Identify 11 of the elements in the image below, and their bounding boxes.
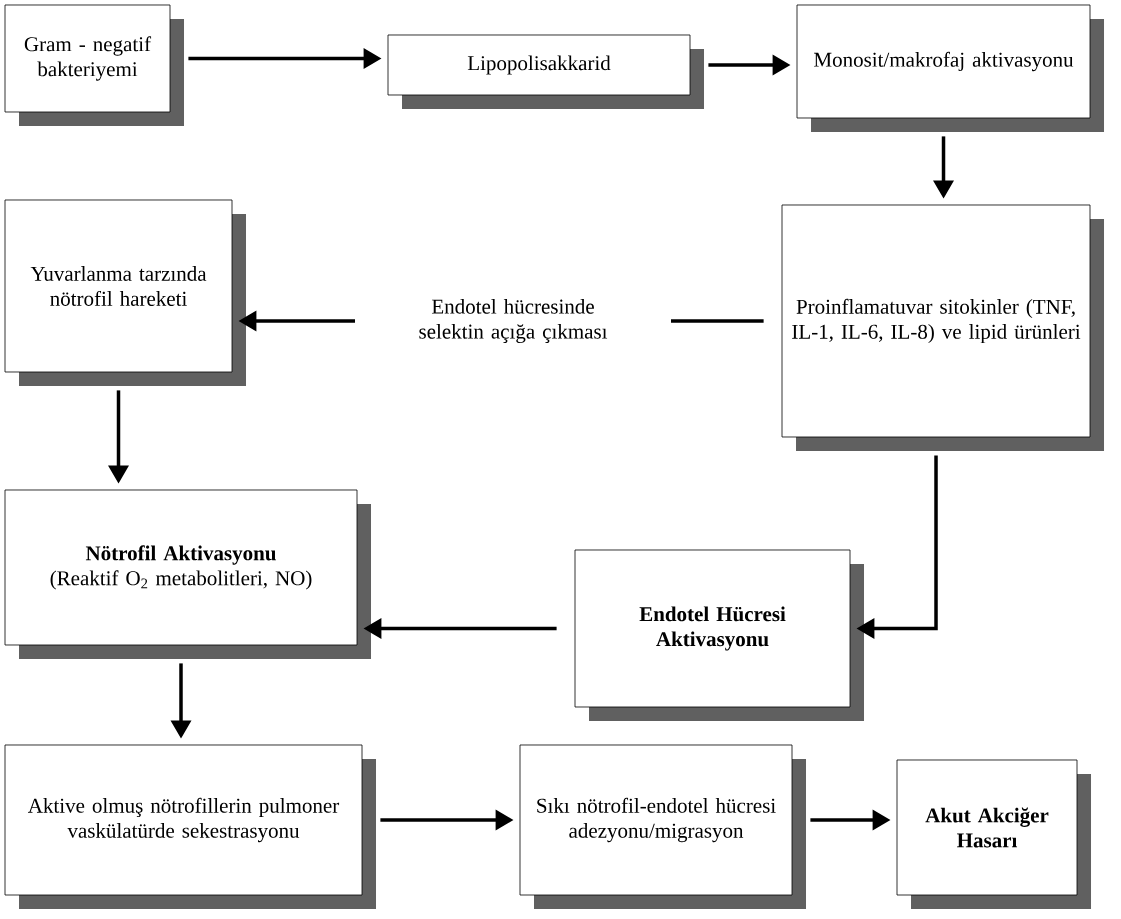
process-box: Proinflamatuvar sitokinler (TNF, IL-1, IL-6, IL-8) ve lipid ürünleri [781,204,1104,451]
process-box: Akut Akciğer Hasarı [896,759,1091,909]
process-box: Aktive olmuş nötrofillerin pulmoner vaskülatürde sekestrasyonu [4,744,376,909]
process-box: Nötrofil Aktivasyonu (Reaktif O$_{2}$ metabolitleri, NO) [4,489,371,659]
process-box: Monosit/makrofaj aktivasyonu [796,4,1104,132]
process-box: Sıkı nötrofil-endotel hücresi adezyonu/migrasyon [519,744,806,909]
edge-label: Endotel hücresinde selektin açığa çıkması [355,294,671,348]
process-box: Endotel Hücresi Aktivasyonu [574,549,864,721]
process-box: Lipopolisakkarid [387,34,704,109]
process-box: Gram - negatif bakteriyemi [4,4,184,126]
process-box: Yuvarlanma tarzında nötrofil hareketi [4,199,246,386]
